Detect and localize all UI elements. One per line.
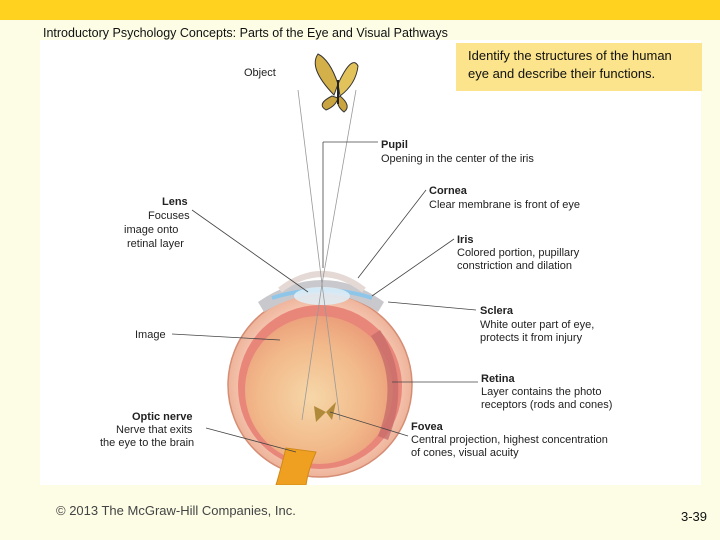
copyright-notice: © 2013 The McGraw-Hill Companies, Inc.	[56, 503, 296, 518]
fovea-desc-line-2: of cones, visual acuity	[411, 447, 519, 459]
eye-diagram-figure: Object Image Lens Focuses image onto ret…	[40, 40, 701, 486]
cornea-title: Cornea	[429, 185, 468, 197]
optic-nerve-title: Optic nerve	[132, 411, 193, 423]
lens-shape	[294, 287, 350, 305]
sclera-desc-line-2: protects it from injury	[480, 332, 583, 344]
fovea-title: Fovea	[411, 421, 444, 433]
cornea-desc-line-1: Clear membrane is front of eye	[429, 199, 580, 211]
top-accent-bar	[0, 0, 720, 20]
eyeball	[227, 271, 413, 486]
iris-title: Iris	[457, 234, 474, 246]
lens-desc-line-2: image onto	[124, 224, 178, 236]
pupil-desc-line-1: Opening in the center of the iris	[381, 153, 534, 165]
sclera-desc-line-1: White outer part of eye,	[480, 319, 594, 331]
optic-nerve-desc-line-1: Nerve that exits	[116, 424, 193, 436]
retina-title: Retina	[481, 373, 516, 385]
lens-desc-line-1: Focuses	[148, 210, 190, 222]
iris-desc-line-1: Colored portion, pupillary	[457, 247, 580, 259]
lens-desc-line-3: retinal layer	[127, 238, 184, 250]
retina-desc-line-1: Layer contains the photo	[481, 386, 601, 398]
slide-number: 3-39	[681, 509, 708, 524]
learning-objective-text: Identify the structures of the human eye…	[468, 48, 672, 81]
object-butterfly-icon	[314, 53, 359, 113]
light-rays	[297, 89, 357, 421]
learning-objective-box: Identify the structures of the human eye…	[456, 43, 702, 91]
retina-strip	[371, 330, 399, 440]
leader-lines	[171, 141, 478, 453]
pupil-title: Pupil	[381, 139, 408, 151]
iris-desc-line-2: constriction and dilation	[457, 260, 572, 272]
image-label: Image	[135, 329, 166, 341]
image-butterfly-shape	[314, 402, 336, 422]
retina-desc-line-2: receptors (rods and cones)	[481, 399, 612, 411]
object-label: Object	[244, 67, 276, 79]
optic-nerve-desc-line-2: the eye to the brain	[100, 437, 194, 449]
iris-shape	[258, 280, 384, 312]
slide-title: Introductory Psychology Concepts: Parts …	[43, 26, 448, 40]
lens-title: Lens	[162, 196, 188, 208]
cornea-arc	[278, 271, 366, 293]
vitreous-body	[245, 316, 393, 464]
fovea-desc-line-1: Central projection, highest concentratio…	[411, 434, 608, 446]
sclera-title: Sclera	[480, 305, 514, 317]
eye-diagram: Object Image Lens Focuses image onto ret…	[100, 53, 612, 486]
